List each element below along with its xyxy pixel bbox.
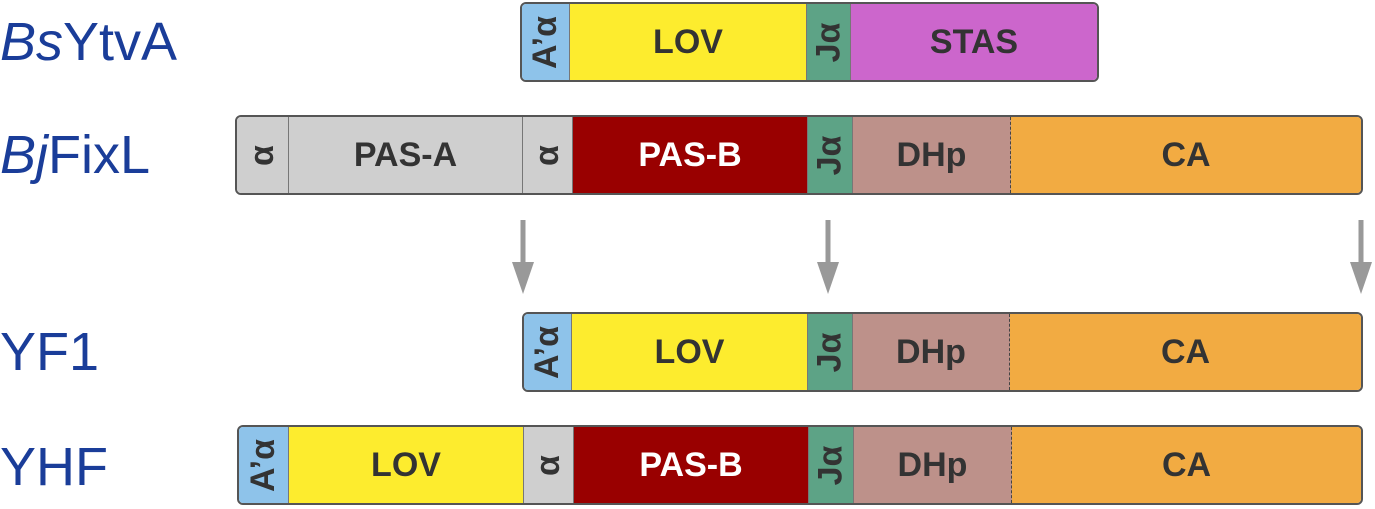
domain-ca: CA [1010,314,1361,390]
domain-dhp: DHp [854,427,1012,503]
domain-jalpha: Jα [809,427,854,503]
label-bsytva-suffix: YtvA [63,12,178,72]
domain-ca: CA [1012,427,1361,503]
domain-alpha: α [524,427,574,503]
label-yhf: YHF [0,437,108,497]
domain-lov: LOV [289,427,524,503]
label-bjfixl: BjFixL [0,128,150,182]
down-arrow [817,220,839,294]
domain-pas-b: PAS-B [573,117,808,193]
domain-alpha: α [523,117,573,193]
domain-alpha: α [237,117,289,193]
domain-lov: LOV [572,314,808,390]
label-yf1: YF1 [0,322,100,382]
domain-aprime-alpha: A’α [522,4,570,80]
bar-yf1: A’α LOV Jα DHp CA [522,312,1363,392]
domain-dhp: DHp [853,314,1010,390]
domain-aprime-alpha: A’α [239,427,289,503]
domain-dhp: DHp [853,117,1011,193]
domain-pas-b: PAS-B [574,427,809,503]
domain-stas: STAS [851,4,1097,80]
label-bjfixl-suffix: FixL [48,125,151,185]
label-bjfixl-prefix: Bj [0,125,49,185]
domain-jalpha: Jα [808,117,853,193]
bar-bjfixl: α PAS-A α PAS-B Jα DHp CA [235,115,1363,195]
bar-bsytva: A’α LOV Jα STAS [520,2,1099,82]
label-bsytva: BsYtvA [0,15,177,69]
domain-pas-a: PAS-A [289,117,523,193]
domain-lov: LOV [570,4,807,80]
domain-jalpha: Jα [808,314,853,390]
down-arrow [1350,220,1372,294]
domain-ca: CA [1011,117,1361,193]
domain-aprime-alpha: A’α [524,314,572,390]
down-arrow [512,220,534,294]
domain-jalpha: Jα [807,4,851,80]
bar-yhf: A’α LOV α PAS-B Jα DHp CA [237,425,1363,505]
label-bsytva-prefix: Bs [0,12,64,72]
